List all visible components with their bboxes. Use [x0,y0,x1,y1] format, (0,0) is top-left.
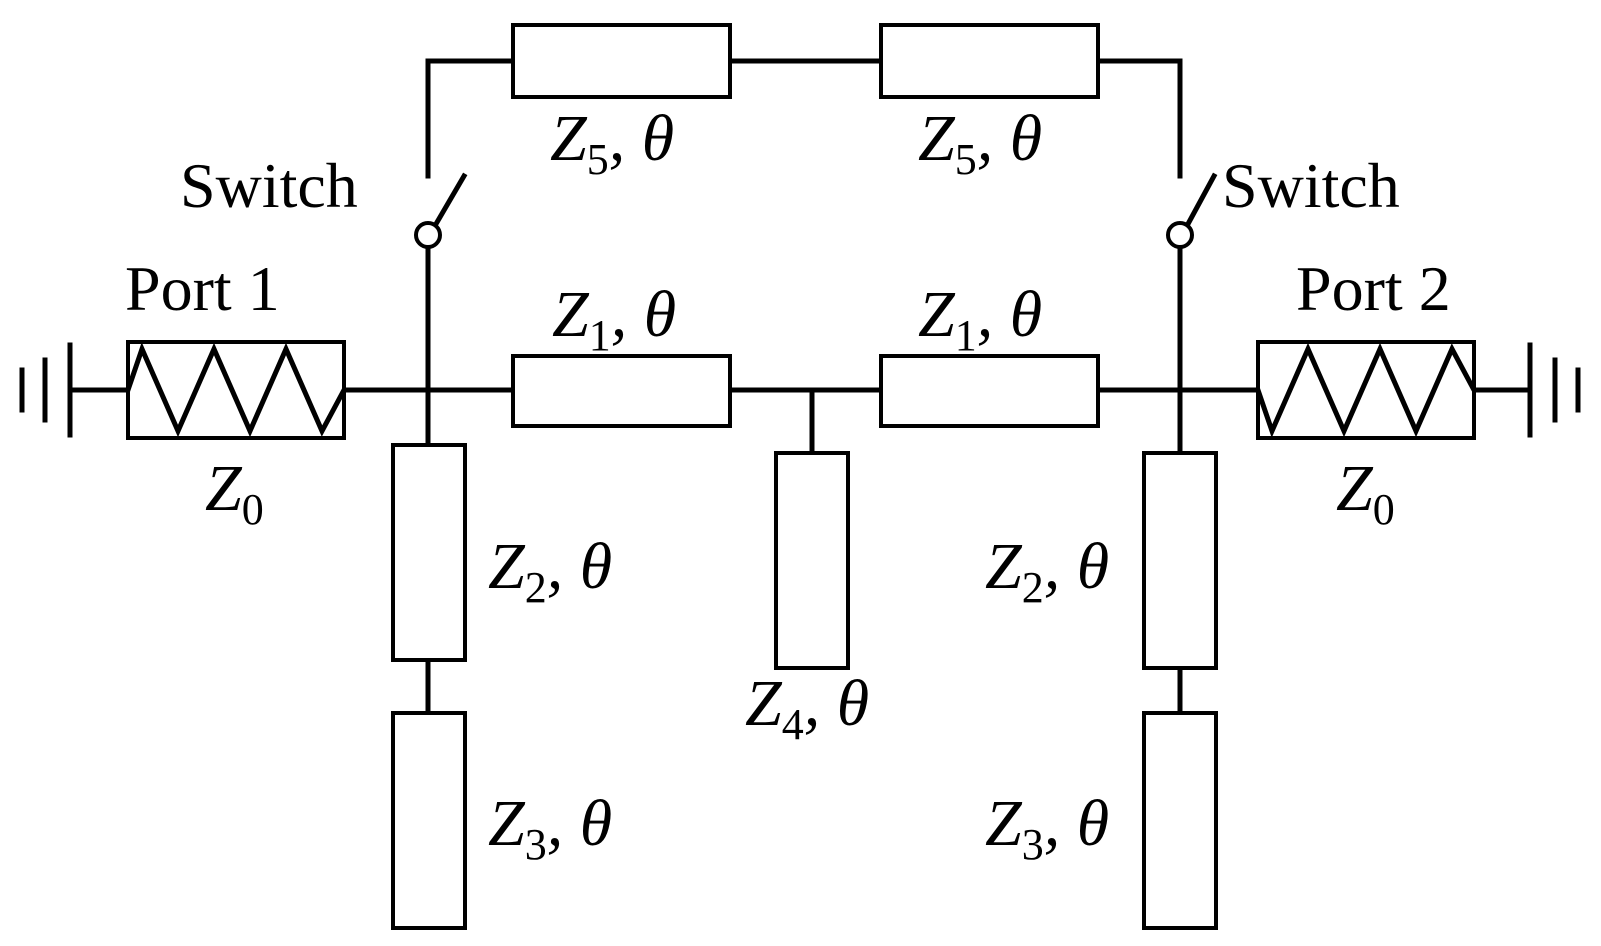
z4-stub [774,451,850,670]
port1-label: Port 1 [125,253,280,324]
port2-label: Port 2 [1296,253,1451,324]
z2-right-stub [1142,451,1218,670]
port2-resistor [1254,340,1478,440]
z2-left-label: Z2, θ [488,530,612,612]
switch-left-icon [414,172,468,249]
top-right-wire [1095,58,1183,179]
switch-left-label: Switch [180,150,358,221]
z2-right-label: Z2, θ [985,530,1109,612]
z3-left-stub [391,711,467,930]
switch-right-label: Switch [1222,150,1400,221]
z1-left-label: Z1, θ [552,278,676,360]
z3-right-label: Z3, θ [985,787,1109,869]
z5-right-label: Z5, θ [918,102,1042,184]
z0-right-label: Z0 [1336,452,1395,534]
z2-left-stub [391,443,467,662]
z3-right-stub [1142,711,1218,930]
top-left-wire [425,58,516,179]
z5-left-line [511,23,732,99]
ground-left-icon [19,342,73,438]
z5-right-line [879,23,1100,99]
z0-left-label: Z0 [205,452,264,534]
z1-right-line [879,354,1100,428]
z5-left-label: Z5, θ [550,102,674,184]
switch-right-icon [1166,172,1218,249]
z4-label: Z4, θ [745,667,869,749]
z1-right-label: Z1, θ [918,278,1042,360]
port1-resistor [124,340,348,440]
z1-left-line [511,354,732,428]
ground-right-icon [1527,342,1581,438]
z3-left-label: Z3, θ [488,787,612,869]
